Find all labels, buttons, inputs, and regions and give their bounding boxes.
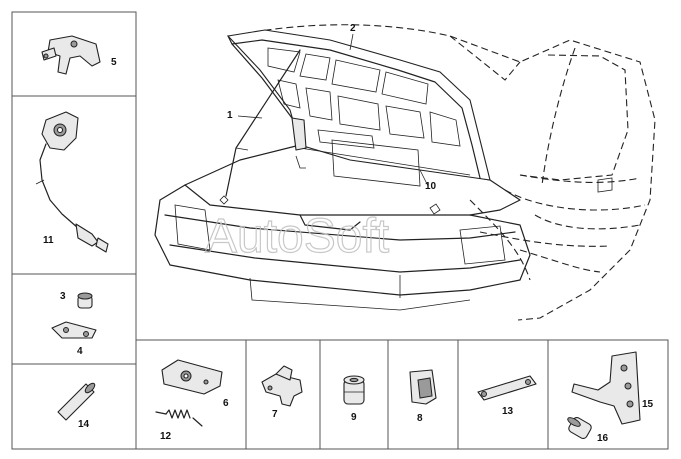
part-3-bushing (77, 292, 93, 309)
callout-10: 10 (425, 181, 437, 192)
panel-frames (11, 11, 669, 450)
callout-12: 12 (160, 431, 172, 442)
callout-labels: 5 11 3 4 14 1 2 10 6 12 7 9 8 13 15 16 (43, 23, 654, 444)
callout-4: 4 (77, 346, 83, 357)
leader-lines (237, 33, 429, 187)
callout-8: 8 (417, 413, 423, 424)
callout-2: 2 (350, 23, 356, 34)
callout-7: 7 (272, 409, 278, 420)
part-6-striker-plate (161, 359, 223, 395)
callout-15: 15 (642, 399, 654, 410)
part-8-rubber-stop (409, 369, 437, 405)
callout-14: 14 (78, 419, 90, 430)
callout-3: 3 (60, 291, 66, 302)
part-13-link-bar (477, 375, 537, 401)
callout-11: 11 (43, 235, 54, 246)
watermark-text: AutoSoft (205, 210, 389, 263)
part-14-buffer (57, 382, 96, 421)
part-12-spring (155, 409, 203, 427)
part-4-plate (51, 321, 97, 339)
callout-6: 6 (223, 398, 229, 409)
car-rear-drawing (154, 24, 656, 321)
part-15-hinge (571, 351, 641, 425)
part-7-clip (261, 365, 303, 407)
callout-13: 13 (502, 406, 514, 417)
callout-9: 9 (351, 412, 357, 423)
part-11-lock-cable (35, 111, 109, 253)
part-9-grommet (343, 375, 365, 405)
part-16-sleeve (567, 416, 592, 440)
callout-5: 5 (111, 57, 117, 68)
callout-1: 1 (227, 110, 233, 121)
part-5-hinge-bracket (41, 35, 101, 75)
callout-16: 16 (597, 433, 609, 444)
